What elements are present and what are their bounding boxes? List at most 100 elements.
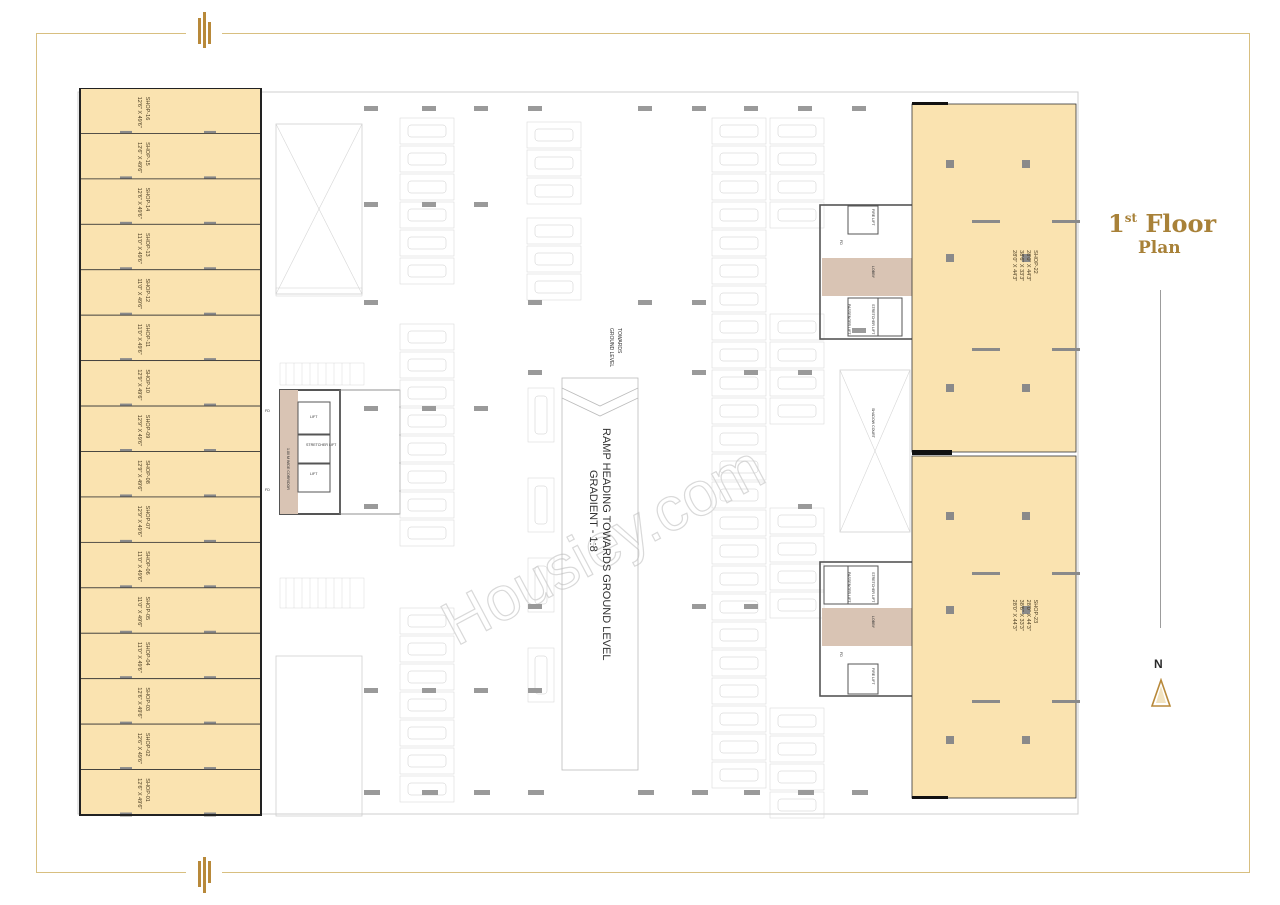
shadow-court-left bbox=[275, 123, 363, 295]
bottom-wall-stubs bbox=[364, 790, 868, 795]
fd-top-label: FD bbox=[839, 240, 843, 245]
column-stub bbox=[364, 300, 378, 305]
shop-name: SHOP-07 bbox=[144, 506, 150, 530]
shop-fill bbox=[79, 405, 262, 452]
shop-size: 11'0" X 49'6" bbox=[136, 233, 142, 264]
shop-fill bbox=[79, 769, 262, 816]
parking-bay bbox=[399, 379, 455, 407]
left-core: LIFT STRETCHER LIFT LIFT FD FD 1.80 M WI… bbox=[265, 389, 401, 515]
parking-bay bbox=[399, 117, 455, 145]
parking-area bbox=[364, 106, 866, 819]
shop-name: SHOP-09 bbox=[144, 415, 150, 439]
parking-bay bbox=[399, 635, 455, 663]
thick-wall bbox=[912, 450, 952, 455]
plan-title: 1st Floor bbox=[1108, 209, 1217, 238]
shop-name: SHOP-23 bbox=[1032, 600, 1038, 624]
parking-bay bbox=[711, 705, 767, 733]
shop-size: 12'6" X 49'6" bbox=[136, 778, 142, 809]
shop-name: SHOP-04 bbox=[144, 642, 150, 666]
left-service-zone bbox=[275, 123, 365, 817]
column-stub bbox=[422, 688, 436, 693]
shop-name: SHOP-08 bbox=[144, 460, 150, 484]
wall-stub bbox=[204, 449, 216, 453]
shop-fill bbox=[79, 314, 262, 362]
column-dot bbox=[946, 160, 954, 168]
shop-fill bbox=[79, 133, 262, 180]
parking-bay bbox=[399, 491, 455, 519]
column-stub bbox=[528, 688, 542, 693]
shop-fill bbox=[79, 678, 262, 725]
shop-fill bbox=[79, 360, 262, 407]
shop-fill bbox=[79, 496, 262, 543]
column-dot bbox=[946, 254, 954, 262]
column-dot bbox=[1022, 384, 1030, 392]
wall-stub bbox=[120, 358, 132, 363]
north-arrow-icon bbox=[1150, 678, 1172, 707]
column-stub bbox=[638, 300, 652, 305]
column-stub bbox=[422, 202, 436, 207]
parking-bay bbox=[399, 173, 455, 201]
parking-bay bbox=[711, 341, 767, 369]
fd-bottom-label: FD bbox=[839, 652, 843, 657]
shadow-court-label: SHADOW COURT bbox=[871, 408, 875, 439]
wall-stub bbox=[204, 358, 216, 363]
thick-wall bbox=[912, 796, 948, 799]
parking-bay bbox=[769, 735, 825, 763]
parking-bay bbox=[769, 173, 825, 201]
parking-bay bbox=[769, 563, 825, 591]
ramp-ground: GROUND LEVEL bbox=[608, 328, 614, 367]
shop-size: 11'0" X 49'6" bbox=[136, 642, 142, 673]
column-stub bbox=[422, 106, 436, 111]
parking-bay bbox=[399, 747, 455, 775]
stretcher-bottom-label: STRETCHER LIFT bbox=[871, 572, 875, 603]
column-stub bbox=[474, 688, 488, 693]
parking-bay bbox=[769, 591, 825, 619]
parking-bay bbox=[711, 621, 767, 649]
parking-bay bbox=[399, 691, 455, 719]
parking-bay bbox=[711, 453, 767, 481]
shop-dim: 28'0" X 44'3" bbox=[1011, 600, 1017, 631]
wall-stub bbox=[120, 267, 132, 272]
shadow-court-right: SHADOW COURT bbox=[839, 369, 911, 533]
column-dot bbox=[946, 384, 954, 392]
shop-name: SHOP-16 bbox=[144, 97, 150, 121]
divider-line bbox=[1160, 290, 1161, 628]
shop-size: 12'9" X 49'6" bbox=[136, 460, 142, 491]
shop-fill bbox=[79, 632, 262, 680]
column-stub bbox=[528, 106, 542, 111]
shop-name: SHOP-02 bbox=[144, 733, 150, 757]
parking-bay bbox=[769, 707, 825, 735]
left-stretcher-label: STRETCHER LIFT bbox=[306, 443, 337, 447]
shop-fill bbox=[79, 223, 262, 271]
wall-stub bbox=[972, 572, 1000, 575]
parking-bay bbox=[711, 285, 767, 313]
parking-bay bbox=[711, 733, 767, 761]
corridor-label: 1.80 M WIDE CORRIDOR bbox=[286, 448, 290, 490]
wall-stub bbox=[120, 630, 132, 635]
shop-name: SHOP-12 bbox=[144, 278, 150, 302]
column-stub bbox=[364, 106, 378, 111]
parking-bay bbox=[526, 273, 582, 301]
wall-stub bbox=[120, 130, 132, 135]
shop-name: SHOP-05 bbox=[144, 597, 150, 621]
wall-stub bbox=[120, 176, 132, 181]
parking-bay bbox=[527, 477, 555, 533]
column-stub bbox=[798, 106, 812, 111]
parking-bay bbox=[711, 369, 767, 397]
parking-bay bbox=[399, 435, 455, 463]
wall-stub bbox=[972, 700, 1000, 703]
wall-stub bbox=[120, 403, 132, 408]
shop-name: SHOP-14 bbox=[144, 188, 150, 212]
wall-stub bbox=[204, 539, 216, 544]
parking-bay bbox=[711, 761, 767, 789]
logo-mark-top bbox=[197, 12, 213, 48]
shop-fill bbox=[79, 88, 262, 134]
shop-size: 11'0" X 49'6" bbox=[136, 324, 142, 355]
parking-bay bbox=[399, 519, 455, 547]
